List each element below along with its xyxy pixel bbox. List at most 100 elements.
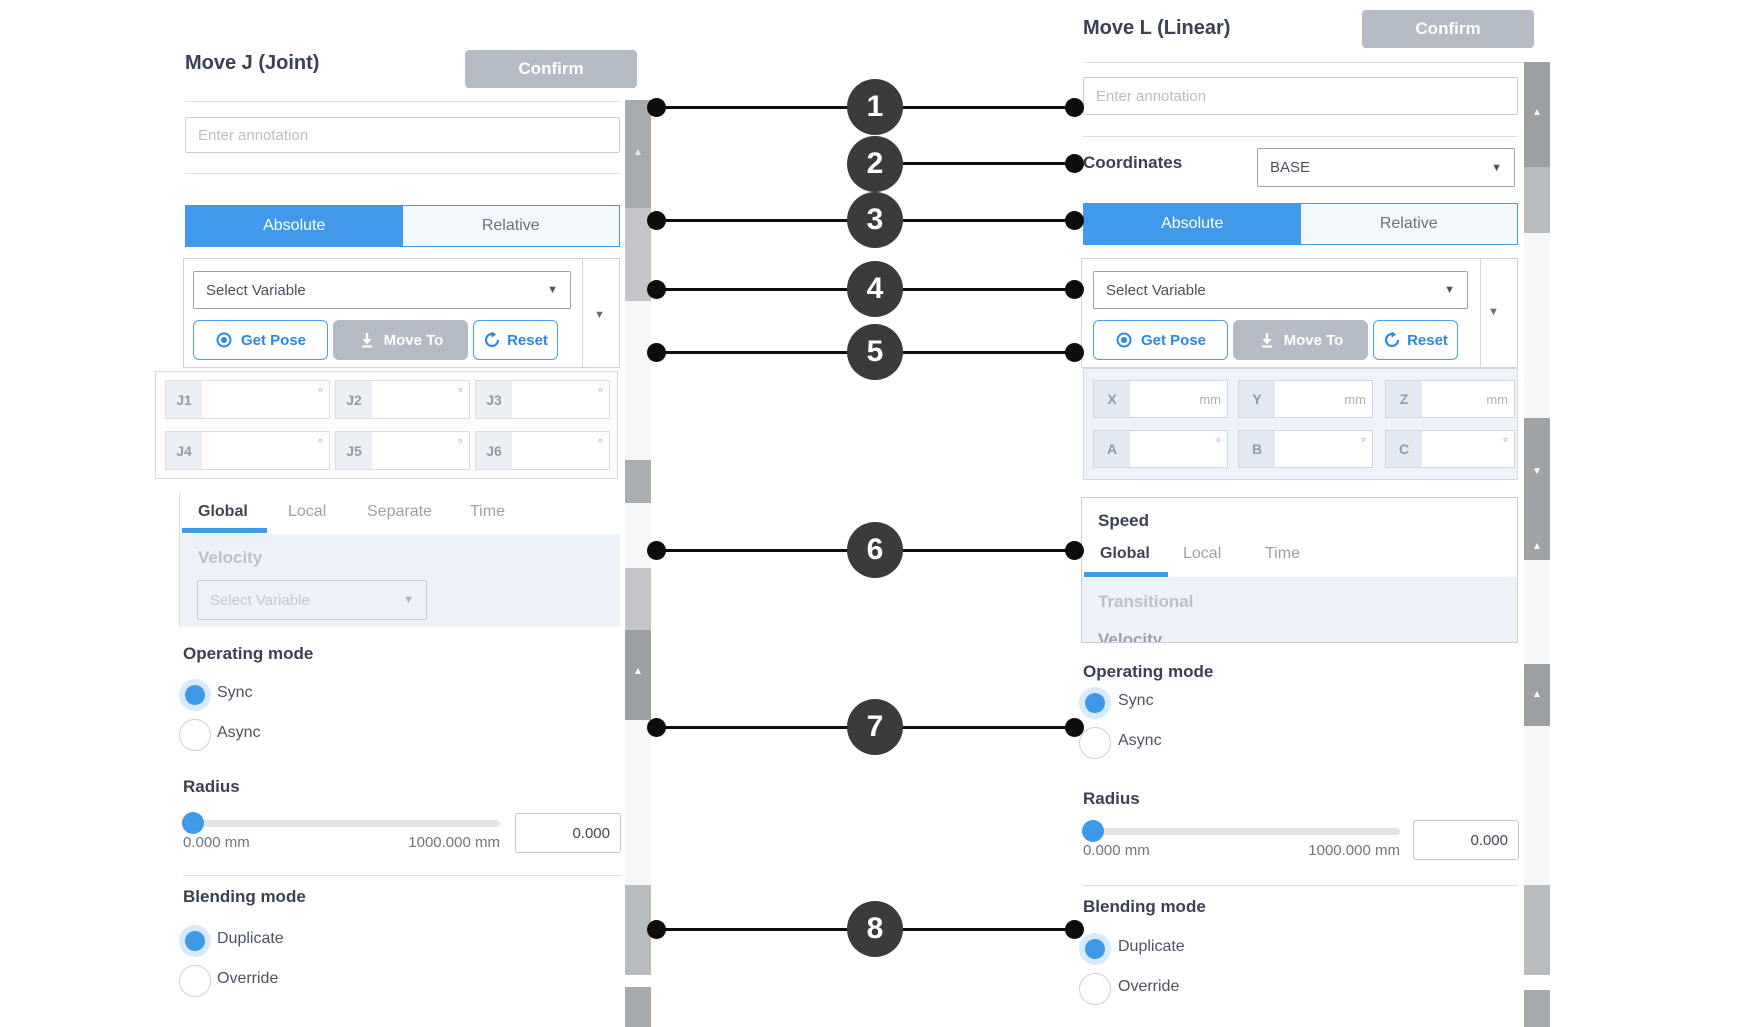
- pose-field-a[interactable]: A°: [1093, 430, 1228, 468]
- field-unit: °: [597, 385, 603, 400]
- scroll-up-icon[interactable]: ▲: [633, 666, 643, 677]
- move-to-button-left[interactable]: Move To: [333, 320, 468, 360]
- tab-relative-right[interactable]: Relative: [1300, 204, 1517, 244]
- get-pose-button-left[interactable]: Get Pose: [193, 320, 328, 360]
- variable-select-right[interactable]: Select Variable ▼: [1093, 271, 1468, 309]
- scrollbar-left-segment[interactable]: [625, 568, 651, 630]
- radius-max-right: 1000.000 mm: [1308, 842, 1400, 859]
- joint-field-j4[interactable]: J4°: [165, 431, 330, 470]
- tab-absolute-right[interactable]: Absolute: [1084, 204, 1301, 244]
- scrollbar-left-thumb[interactable]: ▲: [625, 100, 651, 208]
- speed-tab-global-left[interactable]: Global: [198, 503, 248, 520]
- confirm-button-left[interactable]: Confirm: [465, 50, 637, 88]
- field-unit: °: [457, 385, 463, 400]
- get-pose-button-right[interactable]: Get Pose: [1093, 320, 1228, 360]
- scrollbar-right-thumb[interactable]: ▼ ▲: [1524, 418, 1550, 560]
- reset-button-right[interactable]: Reset: [1373, 320, 1458, 360]
- duplicate-radio-left[interactable]: [179, 925, 211, 957]
- joint-field-j1[interactable]: J1°: [165, 380, 330, 419]
- speed-tab-local-right[interactable]: Local: [1183, 545, 1222, 562]
- radius-slider-knob-left[interactable]: [182, 812, 204, 834]
- coordinates-select[interactable]: BASE ▼: [1257, 148, 1515, 187]
- move-to-label: Move To: [383, 331, 444, 349]
- radius-slider-track-left[interactable]: [183, 820, 500, 827]
- scrollbar-left-track[interactable]: [625, 720, 651, 885]
- scrollbar-left-segment[interactable]: [625, 885, 651, 975]
- annotation-input-right[interactable]: [1083, 77, 1518, 115]
- scrollbar-right-track[interactable]: [1524, 560, 1550, 664]
- blending-mode-heading-right: Blending mode: [1083, 897, 1206, 916]
- speed-tab-global-right[interactable]: Global: [1100, 545, 1150, 562]
- scrollbar-left-segment[interactable]: [625, 208, 651, 301]
- reset-button-left[interactable]: Reset: [473, 320, 558, 360]
- tab-relative-left[interactable]: Relative: [402, 206, 619, 246]
- expand-caret-icon-right[interactable]: ▼: [1488, 306, 1499, 318]
- variable-select-left[interactable]: Select Variable ▼: [193, 271, 571, 309]
- callout-dot: [1065, 920, 1084, 939]
- pose-field-b[interactable]: B°: [1238, 430, 1373, 468]
- scroll-up-icon[interactable]: ▲: [1532, 107, 1542, 118]
- scrollbar-right-segment[interactable]: [1524, 990, 1550, 1027]
- sync-radio-right[interactable]: [1079, 687, 1111, 719]
- joint-field-j2[interactable]: J2°: [335, 380, 470, 419]
- speed-tab-time-left[interactable]: Time: [470, 503, 505, 520]
- scroll-up-icon[interactable]: ▲: [1532, 689, 1542, 700]
- velocity-select-left[interactable]: Select Variable ▼: [197, 580, 427, 620]
- move-to-button-right[interactable]: Move To: [1233, 320, 1368, 360]
- joint-field-j3[interactable]: J3°: [475, 380, 610, 419]
- duplicate-radio-right[interactable]: [1079, 933, 1111, 965]
- joint-field-j6[interactable]: J6°: [475, 431, 610, 470]
- velocity-label-right: Velocity: [1098, 630, 1163, 642]
- scroll-up-icon[interactable]: ▲: [1532, 541, 1542, 552]
- velocity-select-left-label: Select Variable: [210, 591, 310, 609]
- scrollbar-right-thumb[interactable]: ▲: [1524, 62, 1550, 167]
- chevron-down-icon: ▼: [547, 284, 558, 296]
- confirm-button-right[interactable]: Confirm: [1362, 10, 1534, 48]
- override-radio-right[interactable]: [1079, 973, 1111, 1005]
- pose-field-c[interactable]: C°: [1385, 430, 1515, 468]
- radius-value-right[interactable]: 0.000: [1413, 820, 1519, 860]
- scroll-up-icon[interactable]: ▲: [633, 147, 643, 158]
- annotation-input-left[interactable]: [185, 117, 620, 153]
- mode-tabbar-right: Absolute Relative: [1083, 203, 1518, 245]
- scrollbar-right-segment[interactable]: [1524, 167, 1550, 233]
- chevron-down-icon: ▼: [403, 594, 414, 606]
- scrollbar-left-thumb[interactable]: ▲: [625, 630, 651, 720]
- callout-dot: [647, 280, 666, 299]
- speed-tab-time-right[interactable]: Time: [1265, 545, 1300, 562]
- speed-tab-local-left[interactable]: Local: [288, 503, 327, 520]
- sync-radio-left[interactable]: [179, 679, 211, 711]
- callout-dot: [1065, 343, 1084, 362]
- field-unit: °: [1502, 435, 1508, 450]
- scrollbar-left-track[interactable]: [625, 503, 651, 568]
- scrollbar-left-track[interactable]: [625, 301, 651, 460]
- scrollbar-left-segment[interactable]: [625, 460, 651, 503]
- radius-slider-knob-right[interactable]: [1082, 820, 1104, 842]
- override-radio-left[interactable]: [179, 965, 211, 997]
- radius-value-left[interactable]: 0.000: [515, 813, 621, 853]
- speed-tab-separate-left[interactable]: Separate: [367, 503, 432, 520]
- scrollbar-left-segment[interactable]: [625, 987, 651, 1027]
- callout-dot: [1065, 718, 1084, 737]
- tab-absolute-left[interactable]: Absolute: [186, 206, 403, 246]
- expand-caret-icon-left[interactable]: ▼: [594, 309, 605, 321]
- async-radio-left[interactable]: [179, 719, 211, 751]
- chevron-down-icon: ▼: [1444, 284, 1455, 296]
- field-label: Y: [1239, 381, 1275, 417]
- get-pose-label: Get Pose: [1140, 331, 1207, 349]
- divider: [183, 875, 620, 876]
- reset-label: Reset: [1407, 331, 1448, 349]
- async-label-left: Async: [217, 724, 261, 741]
- scrollbar-right-segment[interactable]: [1524, 885, 1550, 975]
- radius-slider-track-right[interactable]: [1083, 828, 1400, 835]
- async-radio-right[interactable]: [1079, 727, 1111, 759]
- radius-max-left: 1000.000 mm: [408, 834, 500, 851]
- scrollbar-right-track[interactable]: [1524, 233, 1550, 418]
- scrollbar-right-thumb[interactable]: ▲: [1524, 664, 1550, 726]
- scrollbar-right-track[interactable]: [1524, 726, 1550, 885]
- joint-field-j5[interactable]: J5°: [335, 431, 470, 470]
- scroll-down-icon[interactable]: ▼: [1532, 466, 1542, 477]
